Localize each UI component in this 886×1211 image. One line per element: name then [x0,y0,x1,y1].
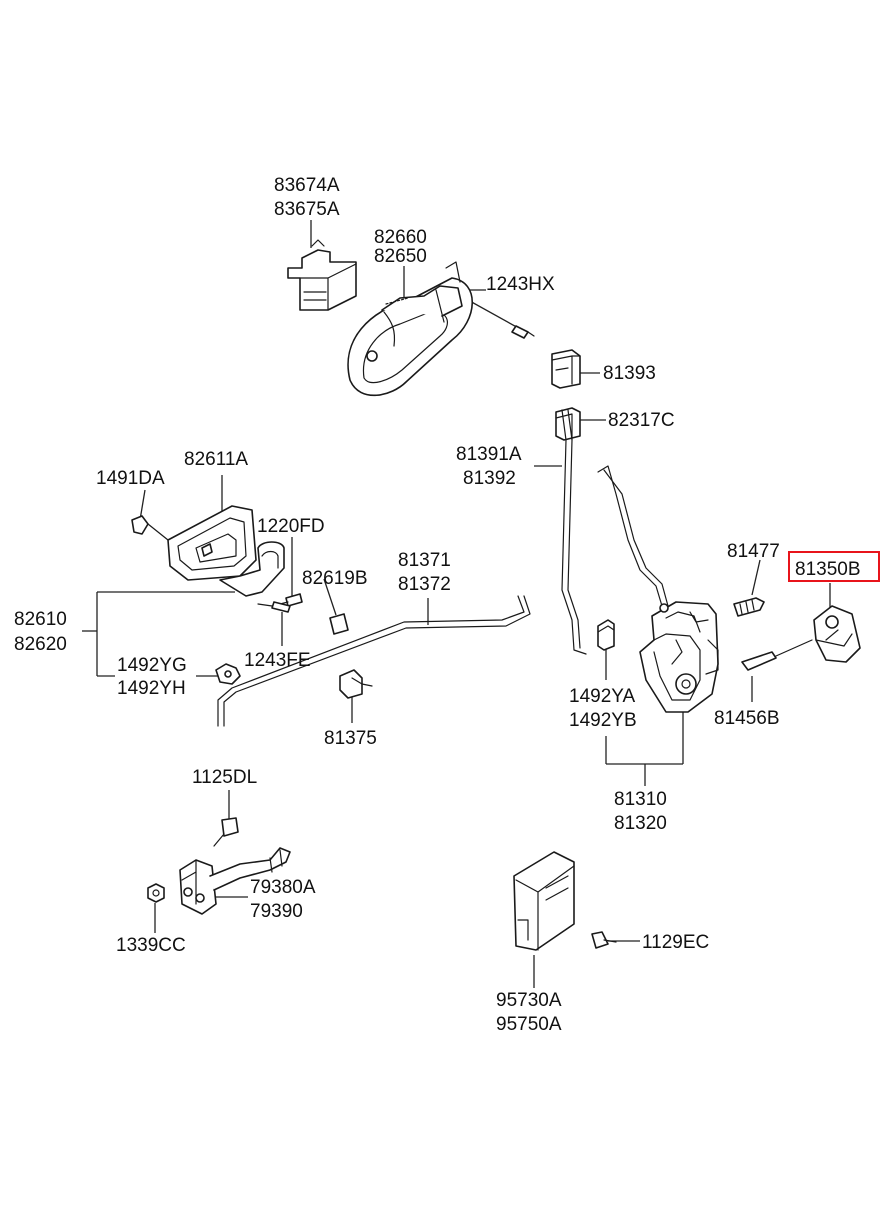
label-79390: 79390 [250,901,303,922]
label-1492yg: 1492YG [117,655,187,676]
label-95730a: 95730A [496,990,562,1011]
part-81375-clip [339,669,373,699]
part-1129ec-screw [591,931,617,949]
label-81375: 81375 [324,728,377,749]
part-1491da-clip [131,515,169,541]
label-81371: 81371 [398,550,451,571]
part-1243hx-screw [511,325,535,339]
label-82610: 82610 [14,609,67,630]
part-1243fe-screw [257,601,291,613]
label-82611a: 82611A [184,449,248,470]
label-81393: 81393 [603,363,656,384]
part-81477-screw [733,597,765,617]
label-1339cc: 1339CC [116,935,186,956]
part-95730a-module [513,851,575,951]
part-81393-clip [551,349,581,389]
label-82619b: 82619B [302,568,368,589]
label-1492ya: 1492YA [569,686,636,707]
label-95750a: 95750A [496,1014,562,1035]
label-81392: 81392 [463,468,516,489]
label-81320: 81320 [614,813,667,834]
label-1492yb: 1492YB [569,710,637,731]
part-81456b-bolt [741,639,813,671]
part-1125dl-bolt [213,817,239,847]
leader-lines [82,220,831,988]
part-1492ya-clip [597,619,615,651]
label-1491da: 1491DA [96,468,165,489]
label-1492yh: 1492YH [117,678,186,699]
part-79380a-door-checker [179,847,291,915]
label-1129ec: 1129EC [642,932,709,953]
part-number-labels: 83674A 83675A 82660 82650 1243HX 81393 8… [14,175,861,1035]
label-83674a: 83674A [274,175,340,196]
label-81391a: 81391A [456,444,522,465]
part-82660-outside-handle [347,261,474,397]
part-82619b-cap [329,613,349,635]
part-82317c-clip [555,407,581,441]
part-81310-latch-rod [597,465,669,607]
part-1492yg-clip [215,663,241,685]
label-82660: 82660 [374,227,427,248]
part-83674a-bracket [287,239,357,311]
label-81350b: 81350B [795,559,861,580]
label-79380a: 79380A [250,877,316,898]
label-81456b: 81456B [714,708,780,729]
label-1220fd: 1220FD [257,516,325,537]
part-82611a-inside-handle [167,505,285,597]
part-81391a-rod [561,409,587,655]
label-82650: 82650 [374,246,427,267]
label-1125dl: 1125DL [192,767,257,788]
label-1243fe: 1243FE [244,650,311,671]
label-81310: 81310 [614,789,667,810]
part-81350b-striker [813,605,861,663]
label-82620: 82620 [14,634,67,655]
label-82317c: 82317C [608,410,675,431]
highlight-box [788,551,880,582]
label-81477: 81477 [727,541,780,562]
part-81310-door-latch [639,601,719,713]
label-83675a: 83675A [274,199,340,220]
part-1339cc-nut [147,883,165,903]
label-81372: 81372 [398,574,451,595]
part-81371-rod [217,595,531,727]
label-1243hx: 1243HX [486,274,555,295]
